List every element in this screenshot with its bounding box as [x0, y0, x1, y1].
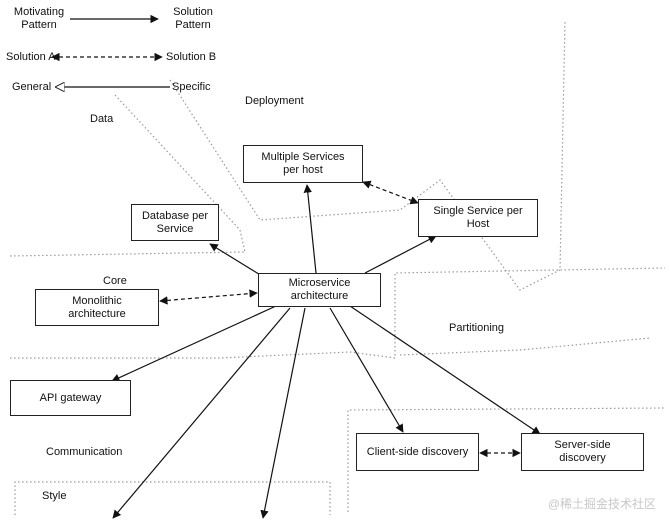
node-database-per-service: Database per Service: [131, 204, 219, 241]
legend-specific-label: Specific: [172, 81, 211, 93]
node-multiple-services-per-host: Multiple Services per host: [243, 145, 363, 183]
region-label-data: Data: [90, 113, 114, 125]
edge-multiple-vs-single-service: [362, 180, 419, 205]
edge-micro-to-server-side-discovery: [349, 305, 541, 435]
node-microservice-architecture: Microservice architecture: [258, 273, 381, 307]
node-monolithic-architecture: Monolithic architecture: [35, 289, 159, 326]
node-single-service-per-host: Single Service per Host: [418, 199, 538, 237]
node-server-side-discovery: Server-side discovery: [521, 433, 644, 471]
region-boundary-discovery: [347, 407, 666, 512]
legend-motivating-label: Motivating Pattern: [13, 6, 65, 31]
region-boundary-style: [14, 481, 331, 515]
region-label-partitioning: Partitioning: [449, 322, 505, 334]
watermark: @稀土掘金技术社区: [547, 497, 656, 511]
region-boundary-deployment: [169, 19, 566, 291]
legend-solution-label: Solution Pattern: [173, 6, 213, 31]
edge-micro-to-style-right: [260, 307, 306, 519]
edge-micro-to-database-per-service: [209, 243, 263, 277]
legend-solution-b-label: Solution B: [166, 51, 217, 63]
edge-micro-to-multiple-services: [303, 184, 317, 274]
node-api-gateway: API gateway: [10, 380, 131, 416]
edge-monolithic-vs-micro: [159, 289, 258, 305]
region-boundary-data: [9, 94, 246, 257]
node-client-side-discovery: Client-side discovery: [356, 433, 479, 471]
edge-micro-to-single-service: [364, 235, 437, 274]
region-label-style: Style: [42, 490, 67, 502]
region-label-communication: Communication: [46, 446, 123, 458]
region-label-deployment: Deployment: [245, 95, 304, 107]
edge-micro-to-client-side-discovery: [329, 307, 404, 433]
edge-micro-to-style-left: [112, 307, 291, 519]
edge-micro-to-api-gateway: [111, 305, 277, 382]
legend-solution-a-label: Solution A: [6, 51, 56, 63]
region-label-core: Core: [103, 275, 127, 287]
legend-general-label: General: [12, 81, 52, 93]
region-boundary-partitioning: [399, 337, 651, 356]
